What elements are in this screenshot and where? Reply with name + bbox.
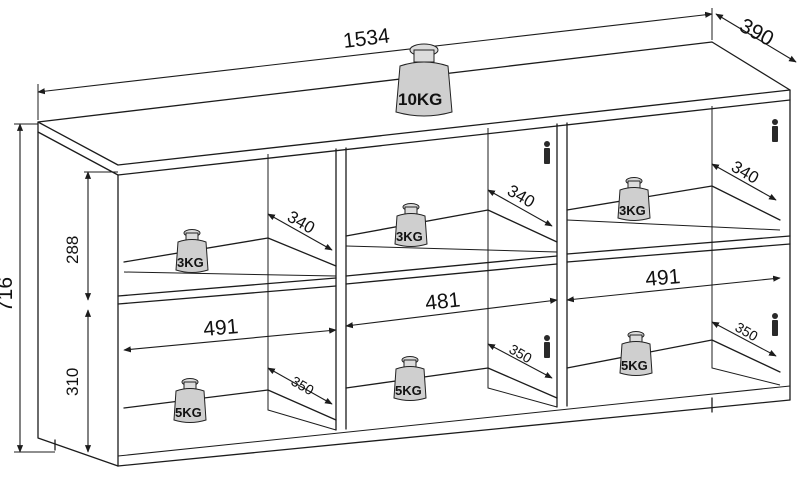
hinge-icon bbox=[544, 141, 550, 164]
depth-upper-left-dim bbox=[267, 213, 333, 251]
mid-divider-middle bbox=[345, 255, 558, 277]
height-label: 716 bbox=[0, 277, 17, 312]
plinth-top bbox=[117, 385, 791, 457]
weight-icon: 5KG bbox=[393, 356, 427, 401]
hinge-icon bbox=[772, 313, 778, 336]
dimension-lines bbox=[14, 8, 797, 453]
shelf-middle-width-dim bbox=[345, 297, 558, 329]
shelf-left-width-label: 491 bbox=[202, 315, 239, 341]
mid-divider-left-b bbox=[117, 285, 337, 305]
hinge-icon bbox=[772, 119, 778, 142]
shelf-right-width-dim bbox=[566, 275, 781, 303]
shelf-upper-right bbox=[566, 185, 781, 221]
plinth-bottom bbox=[117, 399, 791, 467]
mid-divider-right bbox=[566, 235, 791, 255]
upper-height-label: 288 bbox=[63, 236, 82, 264]
weight-icon: 3KG bbox=[617, 177, 651, 221]
depth-upper-right-dim bbox=[711, 163, 777, 201]
upper-right-load-label: 3KG bbox=[619, 203, 646, 218]
depth-lower-right-label: 350 bbox=[733, 319, 761, 345]
lower-height-label: 310 bbox=[63, 368, 82, 396]
floor-right bbox=[566, 339, 781, 373]
hinge-icon bbox=[544, 335, 550, 358]
shelf-upper-left bbox=[123, 237, 337, 267]
upper-left-load-label: 3KG bbox=[177, 255, 204, 270]
weight-icon: 5KG bbox=[173, 378, 207, 423]
depth-dim-line bbox=[715, 13, 797, 63]
mid-divider-middle-b bbox=[345, 263, 558, 285]
mid-divider-right-b bbox=[566, 243, 791, 263]
shelf-upper-left-front bbox=[123, 271, 337, 277]
shelf-upper-middle bbox=[345, 209, 558, 243]
lower-left-load-label: 5KG bbox=[175, 405, 202, 420]
cabinet-outline bbox=[37, 41, 791, 467]
weight-icon: 3KG bbox=[175, 229, 209, 273]
depth-lower-middle-dim bbox=[487, 343, 553, 379]
depth-lower-right-dim bbox=[711, 321, 777, 357]
depth-upper-middle-dim bbox=[487, 189, 553, 227]
top-load-label: 10KG bbox=[398, 90, 442, 109]
shelf-upper-right-front bbox=[566, 219, 781, 231]
left-side-panel bbox=[37, 131, 119, 467]
load-weights: 10KG 3KG 3KG 3KG 5KG bbox=[173, 43, 653, 423]
width-dim-line bbox=[37, 11, 713, 95]
weight-icon: 3KG bbox=[394, 203, 428, 247]
depth-lower-left-dim bbox=[267, 367, 333, 405]
shelf-right-width-label: 491 bbox=[644, 265, 681, 291]
depth-upper-middle-label: 340 bbox=[504, 181, 538, 212]
mid-divider-left bbox=[117, 277, 337, 297]
shelf-left-width-dim bbox=[123, 327, 337, 353]
floor-middle bbox=[345, 367, 558, 399]
shelf-middle-width-label: 481 bbox=[424, 288, 461, 315]
shelf-upper-middle-front bbox=[345, 245, 558, 253]
depth-lower-middle-label: 350 bbox=[507, 341, 535, 367]
depth-upper-right-label: 340 bbox=[728, 157, 762, 188]
upper-middle-load-label: 3KG bbox=[396, 229, 423, 244]
lower-middle-load-label: 5KG bbox=[395, 383, 422, 398]
depth-upper-left-label: 340 bbox=[284, 207, 318, 238]
partitions bbox=[267, 106, 781, 431]
width-label: 1534 bbox=[342, 24, 391, 53]
depth-lower-left-label: 350 bbox=[289, 373, 317, 399]
lower-right-load-label: 5KG bbox=[621, 358, 648, 373]
depth-label: 390 bbox=[736, 14, 778, 51]
weight-icon: 5KG bbox=[619, 331, 653, 376]
dimension-labels: 1534 390 716 288 310 491 481 491 340 340… bbox=[0, 14, 777, 398]
weight-icon: 10KG bbox=[395, 43, 453, 117]
